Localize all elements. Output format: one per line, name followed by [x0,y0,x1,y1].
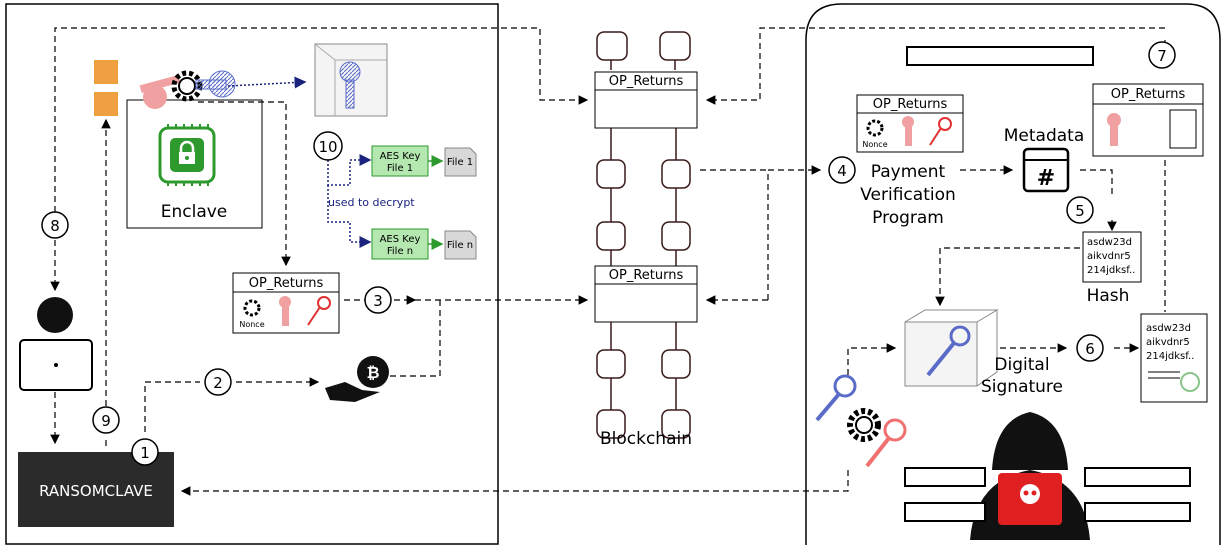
aes-key-n-line2: File n [387,246,413,257]
decrypt-arrow-n [327,185,372,248]
blockchain-label: Blockchain [600,429,692,449]
aes-key-n-line1: AES Key [380,234,421,245]
metadata-label: Metadata [1004,126,1085,146]
file-n-label: File n [447,240,473,251]
file-n-icon [444,230,477,260]
step-8-badge [41,211,69,239]
decrypt-arrow-1 [327,140,372,186]
signing-key-cube-icon [904,309,999,387]
op-returns-right-b-title: OP_Returns [1111,87,1186,102]
op-returns-box-right-b: OP_Returns [1092,83,1204,157]
flow-arrows [50,27,1166,496]
nonce-label-right: Nonce [862,140,887,149]
file-block-icon [94,92,118,116]
attacker-hooded-icon [904,412,1191,540]
attacker-panel [805,3,1221,545]
blue-key-icon [195,70,236,98]
hash-line-2: aikvdnr5 [1087,251,1131,262]
step-3-badge [364,286,392,314]
hash-value-box: asdw23d aikvdnr5 214jdksf.. [1082,231,1142,283]
file-block-icon [94,60,118,84]
op-returns-block-top: OP_Returns [594,71,698,129]
hash-label: Hash [1087,286,1130,306]
op-returns-block-top-title: OP_Returns [609,74,684,89]
step-1-badge [131,438,159,466]
step-7-badge [1148,41,1176,69]
signed-hash-line-1: asdw23d [1146,323,1191,334]
enclave-box [126,99,263,229]
step-5-label: 5 [1075,202,1085,220]
payment-line1: Payment [871,162,946,182]
payment-line2: Verification [860,185,956,205]
victim-user-icon [19,297,93,391]
signature-line1: Digital [994,355,1049,375]
svg-text:₿: ₿ [366,363,379,382]
victim-panel [5,3,499,545]
svg-text:#: # [1037,166,1055,191]
step-7-label: 7 [1157,47,1167,65]
hash-line-1: asdw23d [1087,237,1132,248]
metadata-hash-icon: # [1022,147,1070,193]
step-6-badge [1076,334,1104,362]
file-1-icon [444,147,477,177]
enclave-chip-icon [158,124,216,186]
attacker-blue-key-icon [815,374,857,422]
op-returns-box-left: OP_Returns Nonce [232,272,340,334]
op-returns-title: OP_Returns [249,276,324,291]
step-9-badge [92,406,120,434]
aes-key-1-line1: AES Key [380,151,421,162]
attacker-pink-key-icon [865,418,907,468]
step-1-label: 1 [140,444,150,462]
op-returns-block-mid-title: OP_Returns [609,268,684,283]
aes-key-file-1 [371,145,429,177]
step-5-badge [1066,196,1094,224]
enclave-label: Enclave [161,202,228,222]
file-1-label: File 1 [447,157,473,168]
step-4-label: 4 [837,162,847,180]
payment-line3: Program [872,208,944,228]
bitcoin-payment-icon: ₿ [325,356,389,402]
step-9-label: 9 [101,412,111,430]
step-4-badge [828,156,856,184]
step-3-label: 3 [373,292,383,310]
ransomclave-label: RANSOMCLAVE [39,482,153,500]
used-to-decrypt-label: used to decrypt [328,196,415,209]
sealed-key-cube-icon [314,43,388,117]
signed-hash-line-3: 214jdksf.. [1146,351,1194,362]
step-2-label: 2 [213,374,223,392]
step-10-badge [313,131,343,161]
seal-arrow [227,76,307,89]
signed-hash-document: asdw23d aikvdnr5 214jdksf.. [1140,313,1208,403]
blockchain-chain [596,31,691,439]
step-10-label: 10 [318,138,337,156]
step-6-label: 6 [1085,340,1095,358]
nonce-label: Nonce [239,320,264,329]
op-returns-block-mid: OP_Returns [594,265,698,323]
hash-line-3: 214jdksf.. [1087,265,1135,276]
pink-key-icon [139,74,181,109]
op-returns-box-right-a: OP_Returns Nonce [856,94,964,153]
step-8-label: 8 [50,217,60,235]
attacker-gear-icon [847,408,881,442]
step-2-badge [204,368,232,396]
aes-key-1-line2: File 1 [387,163,413,174]
op-returns-right-a-title: OP_Returns [873,97,948,112]
signed-hash-line-2: aikvdnr5 [1146,337,1190,348]
attacker-toolbar-bar [906,46,1094,66]
signature-line2: Signature [981,377,1063,397]
